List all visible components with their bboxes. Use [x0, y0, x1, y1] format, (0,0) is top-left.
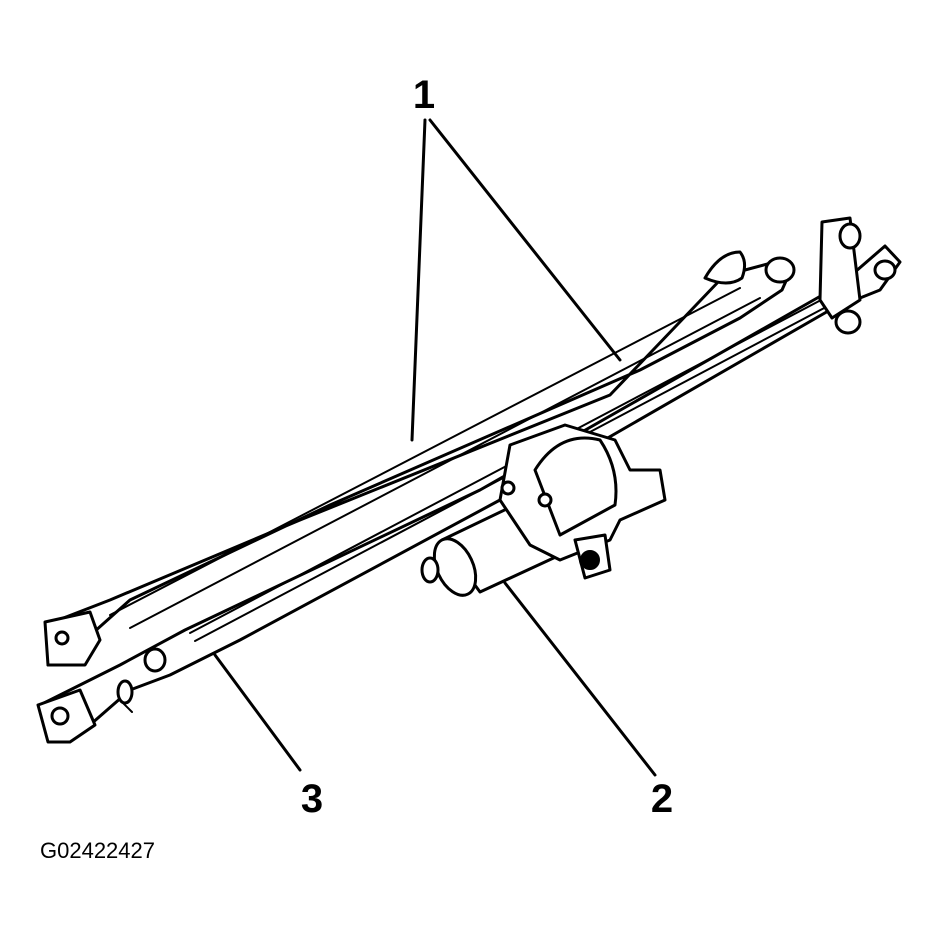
wiper-motor	[420, 423, 667, 597]
upper-linkage-arm	[43, 250, 796, 667]
callout-3: 3	[301, 777, 323, 821]
figure-id: G02422427	[40, 838, 155, 863]
callout-1: 1	[413, 73, 435, 117]
leader-1-right	[428, 118, 622, 362]
lower-crossmember	[36, 216, 902, 744]
leader-1-left	[410, 118, 427, 442]
leader-3	[213, 653, 302, 772]
callout-2: 2	[651, 777, 673, 821]
leader-2	[503, 581, 657, 777]
callout-leaders	[213, 118, 657, 777]
